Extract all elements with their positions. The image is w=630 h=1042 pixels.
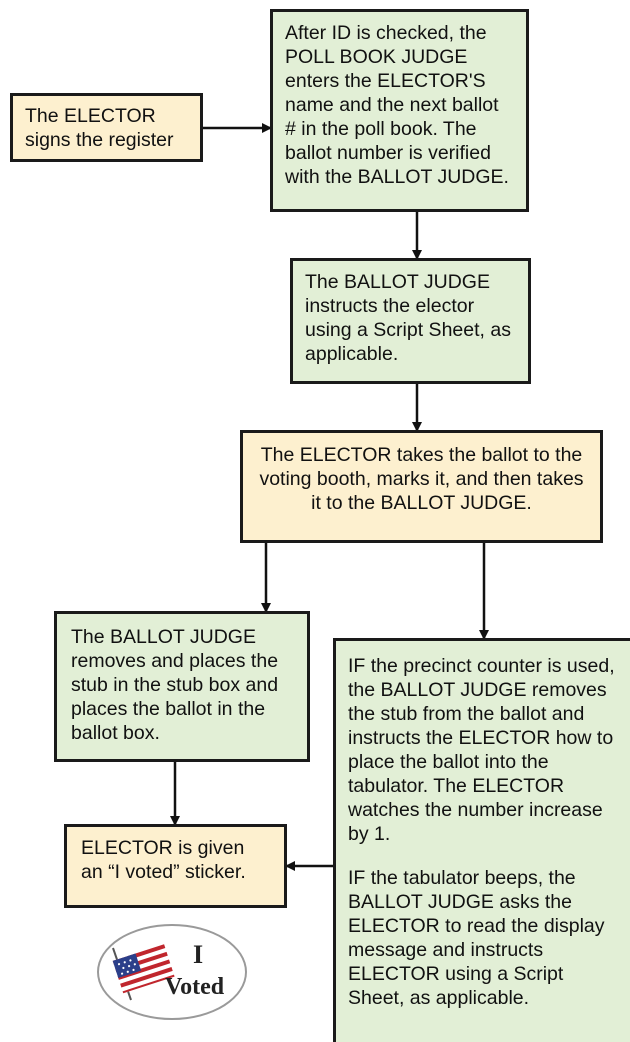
box-ballot-judge-instructs: The BALLOT JUDGE instructs the elector u… [290,258,531,384]
box-precinct-counter-text-2: IF the tabulator beeps, the BALLOT JUDGE… [348,866,605,1009]
box-poll-book-judge: After ID is checked, the POLL BOOK JUDGE… [270,9,529,212]
box-elector-takes-ballot-text: The ELECTOR takes the ballot to the voti… [259,444,584,514]
i-voted-sticker: I Voted [97,924,247,1020]
box-ballot-judge-removes-stub: The BALLOT JUDGE removes and places the … [54,611,310,762]
box-elector-takes-ballot: The ELECTOR takes the ballot to the voti… [240,430,603,543]
box-elector-signs-register-text: The ELECTOR signs the register [25,105,174,151]
box-elector-given-sticker-text: ELECTOR is given an “I voted” sticker. [81,837,246,883]
box-ballot-judge-instructs-text: The BALLOT JUDGE instructs the elector u… [305,271,511,365]
box-precinct-counter: IF the precinct counter is used, the BAL… [333,638,630,1042]
sticker-line-i: I [193,940,204,969]
box-precinct-counter-text-1: IF the precinct counter is used, the BAL… [348,655,615,845]
american-flag-icon [112,944,175,1001]
box-elector-signs-register: The ELECTOR signs the register [10,93,203,162]
box-poll-book-judge-text: After ID is checked, the POLL BOOK JUDGE… [285,22,509,188]
box-ballot-judge-removes-stub-text: The BALLOT JUDGE removes and places the … [71,626,279,744]
sticker-line-voted: Voted [165,974,225,1000]
box-elector-given-sticker: ELECTOR is given an “I voted” sticker. [64,824,287,908]
